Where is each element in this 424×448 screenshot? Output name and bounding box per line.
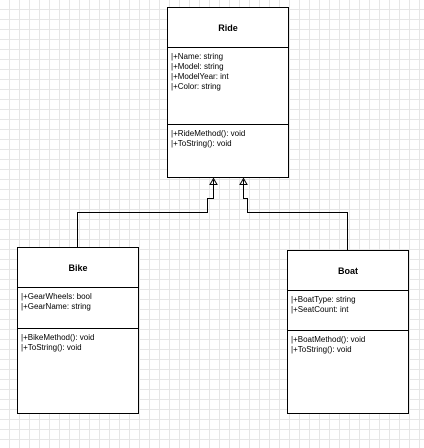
attribute: |+BoatType: string [291, 295, 356, 304]
attributes-compartment: |+Name: string |+Model: string |+ModelYe… [168, 48, 288, 124]
method: |+RideMethod(): void [171, 129, 246, 138]
class-bike[interactable]: Bike |+GearWheels: bool |+GearName: stri… [17, 247, 139, 414]
attribute: |+Name: string [171, 52, 224, 61]
attribute: |+Color: string [171, 82, 221, 91]
class-name: Boat [288, 251, 408, 291]
class-ride[interactable]: Ride |+Name: string |+Model: string |+Mo… [167, 7, 289, 178]
attribute: |+GearName: string [21, 302, 91, 311]
class-boat[interactable]: Boat |+BoatType: string |+SeatCount: int… [287, 250, 409, 414]
attribute: |+Model: string [171, 62, 224, 71]
methods-compartment: |+BoatMethod(): void |+ToString(): void [288, 330, 408, 413]
method: |+ToString(): void [171, 139, 232, 148]
attribute: |+ModelYear: int [171, 72, 229, 81]
attributes-compartment: |+BoatType: string |+SeatCount: int [288, 291, 408, 330]
method: |+BoatMethod(): void [291, 335, 366, 344]
attributes-compartment: |+GearWheels: bool |+GearName: string [18, 288, 138, 328]
class-name: Bike [18, 248, 138, 288]
method: |+ToString(): void [21, 343, 82, 352]
methods-compartment: |+RideMethod(): void |+ToString(): void [168, 124, 288, 177]
generalization-arrowhead-icon [209, 177, 218, 185]
method: |+BikeMethod(): void [21, 333, 95, 342]
attribute: |+GearWheels: bool [21, 292, 92, 301]
generalization-bike-to-ride[interactable] [77, 180, 214, 247]
generalization-boat-to-ride[interactable] [243, 180, 348, 250]
methods-compartment: |+BikeMethod(): void |+ToString(): void [18, 328, 138, 413]
class-name: Ride [168, 8, 288, 48]
attribute: |+SeatCount: int [291, 305, 349, 314]
method: |+ToString(): void [291, 345, 352, 354]
generalization-arrowhead-icon [239, 177, 248, 185]
